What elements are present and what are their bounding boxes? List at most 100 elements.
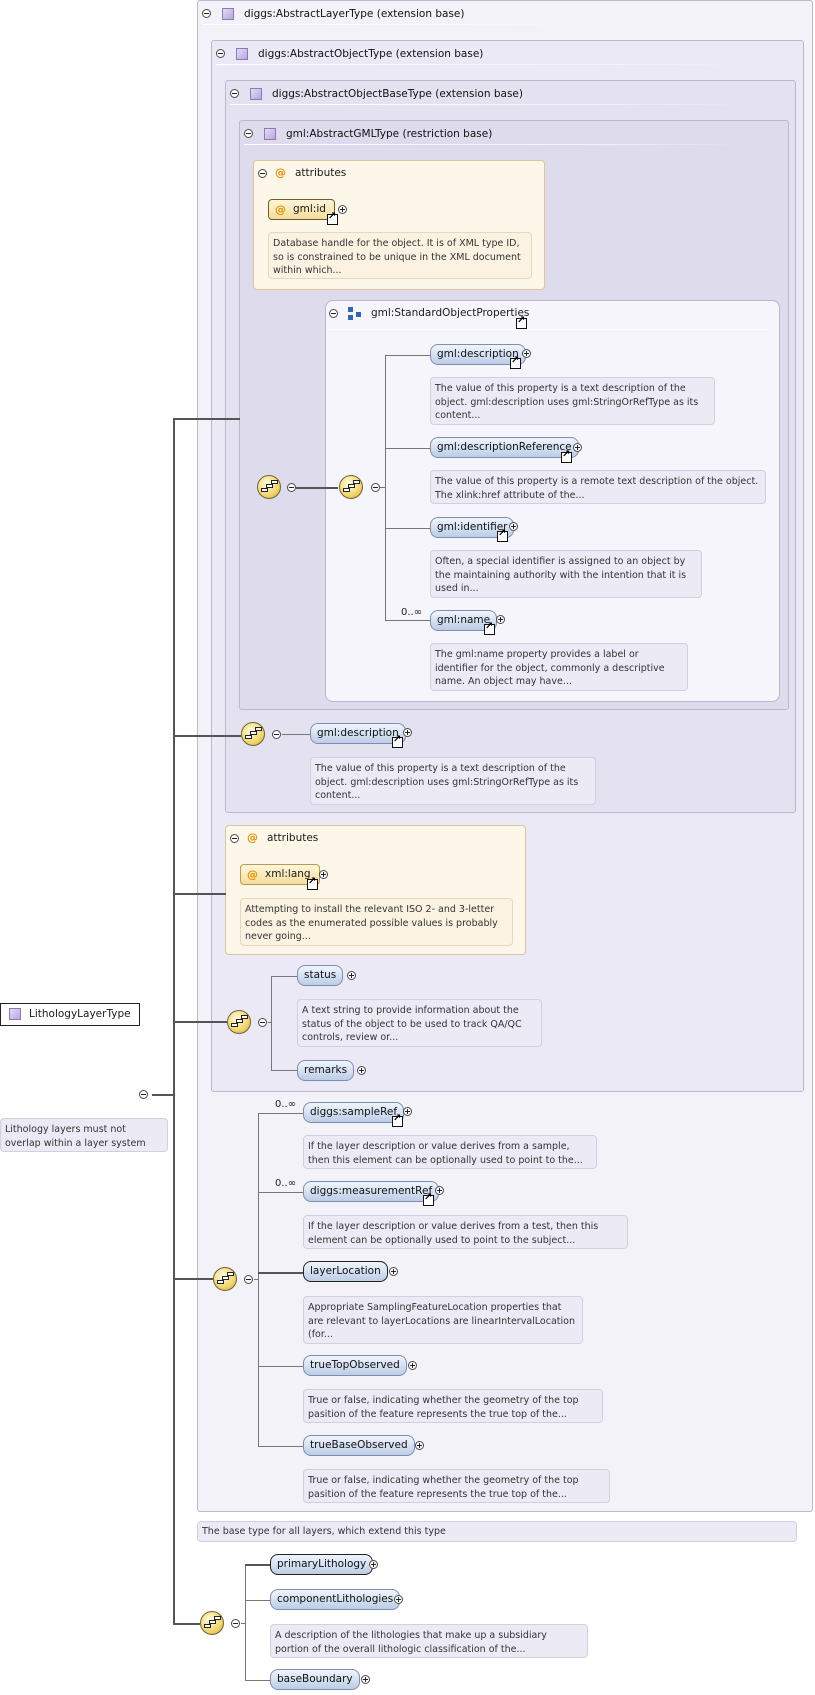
collapse-icon[interactable] xyxy=(230,834,239,843)
element-doc: Appropriate SamplingFeatureLocation prop… xyxy=(303,1296,583,1344)
attributes-title: attributes xyxy=(267,832,319,844)
root-name: LithologyLayerType xyxy=(29,1008,131,1020)
element-gml-description[interactable]: gml:description xyxy=(430,344,526,365)
attribute-icon: @ xyxy=(247,831,258,844)
expand-icon[interactable] xyxy=(394,1595,403,1604)
element-component-lithologies[interactable]: componentLithologies xyxy=(270,1589,401,1610)
complex-type-icon xyxy=(250,88,262,100)
abstract-object-type-header: diggs:AbstractObjectType (extension base… xyxy=(216,45,756,65)
expand-icon[interactable] xyxy=(415,1441,424,1450)
type-title: gml:AbstractGMLType (restriction base) xyxy=(286,128,493,140)
element-status[interactable]: status xyxy=(297,965,344,986)
group-name[interactable]: gml:StandardObjectProperties xyxy=(371,307,530,319)
reference-link-icon[interactable] xyxy=(423,1192,434,1206)
element-diggs-measurement-ref[interactable]: diggs:measurementRef xyxy=(303,1181,440,1202)
reference-link-icon[interactable] xyxy=(307,876,318,890)
attribute-gml-id[interactable]: @ gml:id xyxy=(268,199,335,220)
element-gml-description-reference[interactable]: gml:descriptionReference xyxy=(430,437,579,458)
collapse-icon[interactable] xyxy=(329,309,338,318)
expand-icon[interactable] xyxy=(573,443,582,452)
root-element-lithology-layer-type[interactable]: LithologyLayerType xyxy=(0,1003,140,1026)
expand-icon[interactable] xyxy=(403,728,412,737)
sequence-icon xyxy=(213,1267,237,1291)
collapse-icon[interactable] xyxy=(139,1090,148,1099)
element-doc: The gml:name property provides a label o… xyxy=(430,643,688,691)
expand-icon[interactable] xyxy=(522,349,531,358)
attribute-icon: @ xyxy=(275,203,286,216)
reference-link-icon[interactable] xyxy=(327,211,338,225)
expand-icon[interactable] xyxy=(319,870,328,879)
collapse-icon[interactable] xyxy=(244,1275,253,1284)
complex-type-icon xyxy=(222,8,234,20)
collapse-icon[interactable] xyxy=(258,1018,267,1027)
cardinality-label: 0..∞ xyxy=(275,1178,297,1189)
expand-icon[interactable] xyxy=(389,1267,398,1276)
layer-type-doc: The base type for all layers, which exte… xyxy=(197,1521,797,1542)
collapse-icon[interactable] xyxy=(244,129,253,138)
attribute-xml-lang[interactable]: @ xml:lang xyxy=(240,864,320,885)
expand-icon[interactable] xyxy=(357,1066,366,1075)
expand-icon[interactable] xyxy=(435,1186,444,1195)
complex-type-icon xyxy=(264,128,276,140)
element-layer-location[interactable]: layerLocation xyxy=(303,1261,388,1282)
reference-link-icon[interactable] xyxy=(392,1113,403,1127)
expand-icon[interactable] xyxy=(338,205,347,214)
collapse-icon[interactable] xyxy=(231,1619,240,1628)
abstract-layer-type-header: diggs:AbstractLayerType (extension base) xyxy=(202,5,762,25)
element-gml-description[interactable]: gml:description xyxy=(310,723,406,744)
collapse-icon[interactable] xyxy=(371,483,380,492)
element-doc: The value of this property is a text des… xyxy=(310,757,596,805)
sequence-icon xyxy=(339,475,363,499)
expand-icon[interactable] xyxy=(509,522,518,531)
element-doc: Often, a special identifier is assigned … xyxy=(430,550,702,598)
cardinality-label: 0..∞ xyxy=(401,607,423,618)
attribute-icon: @ xyxy=(247,868,258,881)
element-doc: A text string to provide information abo… xyxy=(297,999,542,1047)
sequence-icon xyxy=(200,1611,224,1635)
collapse-icon[interactable] xyxy=(287,483,296,492)
attribute-name: gml:id xyxy=(293,203,326,215)
reference-link-icon[interactable] xyxy=(497,528,508,542)
expand-icon[interactable] xyxy=(369,1560,378,1569)
reference-link-icon[interactable] xyxy=(510,355,521,369)
element-doc: True or false, indicating whether the ge… xyxy=(303,1389,603,1423)
expand-icon[interactable] xyxy=(347,971,356,980)
element-diggs-sample-ref[interactable]: diggs:sampleRef xyxy=(303,1102,405,1123)
element-true-top-observed[interactable]: trueTopObserved xyxy=(303,1355,407,1376)
element-base-boundary[interactable]: baseBoundary xyxy=(270,1669,360,1690)
element-primary-lithology[interactable]: primaryLithology xyxy=(270,1554,374,1575)
type-title: diggs:AbstractObjectBaseType (extension … xyxy=(272,88,523,100)
reference-link-icon[interactable] xyxy=(392,734,403,748)
collapse-icon[interactable] xyxy=(272,730,281,739)
reference-link-icon[interactable] xyxy=(516,315,527,329)
attribute-doc: Database handle for the object. It is of… xyxy=(268,232,532,279)
group-icon xyxy=(348,307,362,321)
sequence-icon xyxy=(257,475,281,499)
type-title: diggs:AbstractLayerType (extension base) xyxy=(244,8,465,20)
collapse-icon[interactable] xyxy=(202,9,211,18)
expand-icon[interactable] xyxy=(403,1107,412,1116)
collapse-icon[interactable] xyxy=(230,89,239,98)
collapse-icon[interactable] xyxy=(258,169,267,178)
abstract-object-base-type-header: diggs:AbstractObjectBaseType (extension … xyxy=(230,85,750,105)
type-title: diggs:AbstractObjectType (extension base… xyxy=(258,48,484,60)
root-doc: Lithology layers must not overlap within… xyxy=(0,1118,168,1152)
element-doc: True or false, indicating whether the ge… xyxy=(303,1469,610,1503)
collapse-icon[interactable] xyxy=(216,49,225,58)
element-remarks[interactable]: remarks xyxy=(297,1060,355,1081)
element-gml-identifier[interactable]: gml:identifier xyxy=(430,517,515,538)
element-doc: The value of this property is a remote t… xyxy=(430,470,766,504)
attributes-title: attributes xyxy=(295,167,347,179)
expand-icon[interactable] xyxy=(361,1675,370,1684)
reference-link-icon[interactable] xyxy=(484,621,495,635)
element-doc: If the layer description or value derive… xyxy=(303,1135,597,1169)
reference-link-icon[interactable] xyxy=(561,449,572,463)
expand-icon[interactable] xyxy=(408,1361,417,1370)
element-gml-name[interactable]: gml:name xyxy=(430,610,498,631)
abstract-gml-type-header: gml:AbstractGMLType (restriction base) xyxy=(244,125,744,145)
attribute-icon: @ xyxy=(275,166,286,179)
element-true-base-observed[interactable]: trueBaseObserved xyxy=(303,1435,415,1456)
cardinality-label: 0..∞ xyxy=(275,1099,297,1110)
expand-icon[interactable] xyxy=(496,615,505,624)
element-doc: If the layer description or value derive… xyxy=(303,1215,628,1249)
